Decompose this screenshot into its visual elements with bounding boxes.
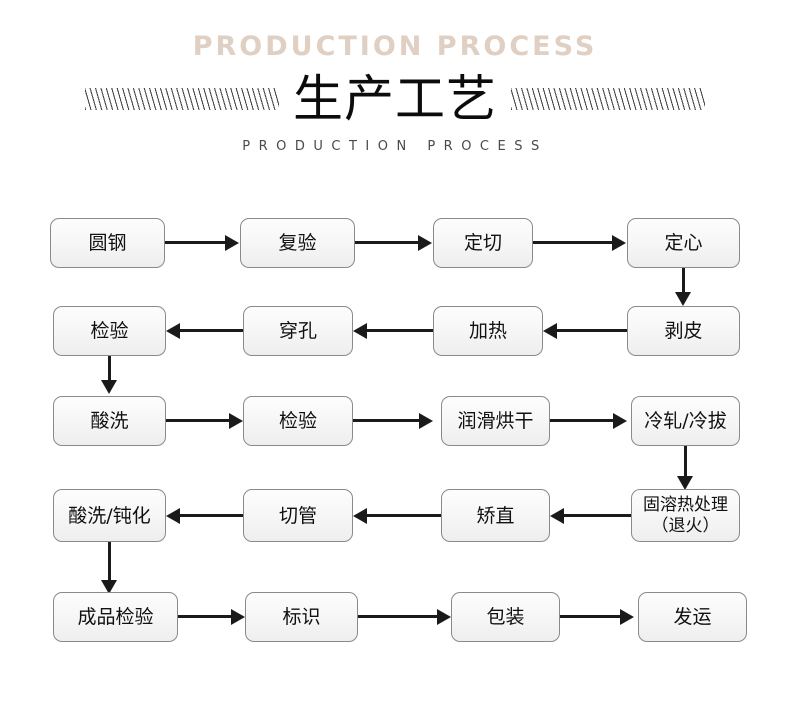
connector-r1-n3-n4 xyxy=(533,241,612,244)
connector-r5-n1-n2 xyxy=(178,615,231,618)
header-subtitle: PRODUCTION PROCESS xyxy=(242,139,548,154)
connector-r3-n2-n3 xyxy=(353,419,419,422)
arrowhead-r4-n2-n1 xyxy=(166,508,180,524)
arrowhead-r2-r3 xyxy=(101,380,117,394)
flow-node-inspection-2: 检验 xyxy=(243,396,353,446)
flow-node-fixed-cutting: 定切 xyxy=(433,218,533,268)
flow-node-round-steel: 圆钢 xyxy=(50,218,165,268)
arrowhead-r2-n3-n2 xyxy=(353,323,367,339)
arrowhead-r1-r2 xyxy=(675,292,691,306)
connector-r3-n1-n2 xyxy=(166,419,229,422)
flow-node-piercing: 穿孔 xyxy=(243,306,353,356)
arrowhead-r4-r5 xyxy=(101,580,117,594)
flow-node-packaging: 包装 xyxy=(451,592,560,642)
flow-node-final-inspection: 成品检验 xyxy=(53,592,178,642)
flow-node-marking: 标识 xyxy=(245,592,358,642)
connector-r1-r2-vertical xyxy=(682,268,685,294)
flow-node-reinspection: 复验 xyxy=(240,218,355,268)
header-eyebrow: PRODUCTION PROCESS xyxy=(192,31,598,62)
arrowhead-r3-n3-n4 xyxy=(613,413,627,429)
arrowhead-r1-n3-n4 xyxy=(612,235,626,251)
connector-r5-n3-n4 xyxy=(560,615,620,618)
flow-node-peeling: 剥皮 xyxy=(627,306,740,356)
connector-r2-r3-vertical xyxy=(108,356,111,382)
connector-r2-n4-n3 xyxy=(557,329,627,332)
flow-node-lubricating-drying: 润滑烘干 xyxy=(441,396,550,446)
connector-r2-n3-n2 xyxy=(367,329,433,332)
page-title: 生产工艺 xyxy=(293,70,497,128)
arrowhead-r4-n4-n3 xyxy=(550,508,564,524)
connector-r4-n2-n1 xyxy=(180,514,243,517)
flow-node-heating: 加热 xyxy=(433,306,543,356)
connector-r3-n3-n4 xyxy=(550,419,613,422)
arrowhead-r5-n2-n3 xyxy=(437,609,451,625)
connector-r4-r5-vertical xyxy=(108,542,111,582)
arrowhead-r5-n1-n2 xyxy=(231,609,245,625)
arrowhead-r5-n3-n4 xyxy=(620,609,634,625)
connector-r3-r4-vertical xyxy=(684,446,687,478)
connector-r4-n4-n3 xyxy=(564,514,631,517)
arrowhead-r3-r4 xyxy=(677,476,693,490)
flow-node-solution-heat-treatment: 固溶热处理 （退火） xyxy=(631,489,740,542)
arrowhead-r4-n3-n2 xyxy=(353,508,367,524)
page-header: PRODUCTION PROCESS 生产工艺 PRODUCTION PROCE… xyxy=(0,0,790,180)
connector-r1-n1-n2 xyxy=(165,241,225,244)
connector-r1-n2-n3 xyxy=(355,241,418,244)
arrowhead-r1-n1-n2 xyxy=(225,235,239,251)
flow-node-shipping: 发运 xyxy=(638,592,747,642)
hatch-decoration-right xyxy=(511,88,705,110)
arrowhead-r1-n2-n3 xyxy=(418,235,432,251)
flow-node-straightening: 矫直 xyxy=(441,489,550,542)
connector-r2-n2-n1 xyxy=(180,329,243,332)
flow-node-tube-cutting: 切管 xyxy=(243,489,353,542)
header-title-row: 生产工艺 xyxy=(0,68,790,130)
hatch-decoration-left xyxy=(85,88,279,110)
connector-r5-n2-n3 xyxy=(358,615,437,618)
arrowhead-r3-n1-n2 xyxy=(229,413,243,429)
flow-node-cold-rolling-drawing: 冷轧/冷拔 xyxy=(631,396,740,446)
arrowhead-r2-n2-n1 xyxy=(166,323,180,339)
connector-r4-n3-n2 xyxy=(367,514,441,517)
flow-node-inspection-1: 检验 xyxy=(53,306,166,356)
flow-node-pickling-passivation: 酸洗/钝化 xyxy=(53,489,166,542)
flow-node-centering: 定心 xyxy=(627,218,740,268)
arrowhead-r2-n4-n3 xyxy=(543,323,557,339)
flow-node-pickling: 酸洗 xyxy=(53,396,166,446)
arrowhead-r3-n2-n3 xyxy=(419,413,433,429)
